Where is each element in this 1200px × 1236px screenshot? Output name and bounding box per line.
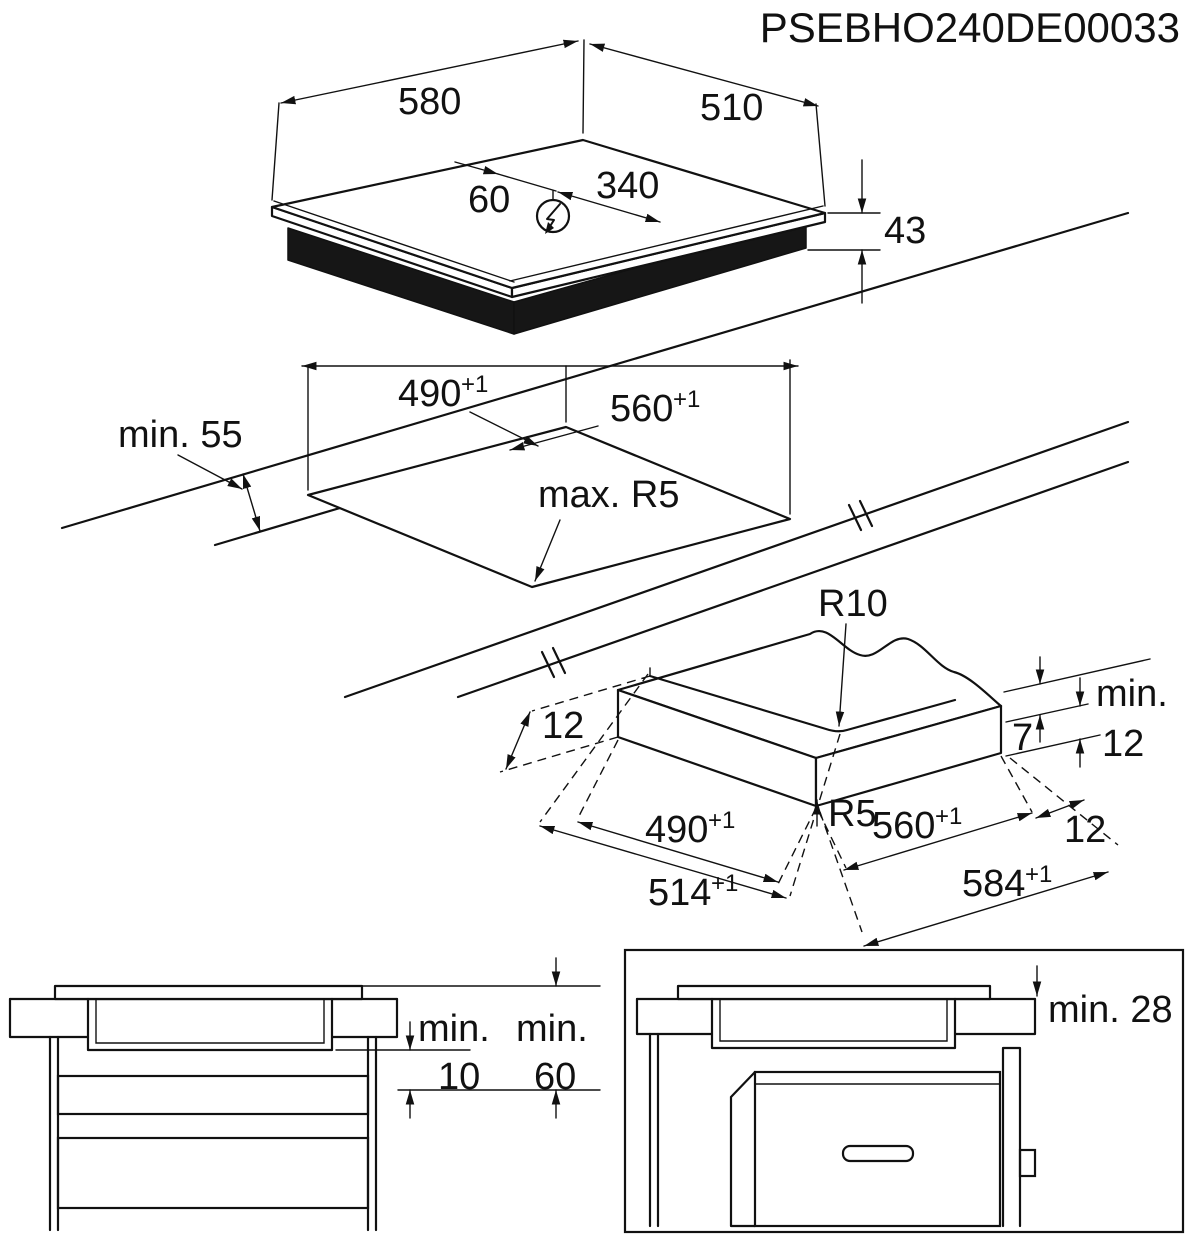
dim-min-thickness: 12 [1102,723,1144,765]
dim-inner-width: 490 [645,809,708,851]
step-ext-top [1003,658,1151,693]
dim-cutout-width: 490 [398,373,461,415]
oven-hob-glass-section [676,984,992,1001]
cutout-extension-lines [307,359,791,515]
dim-corner-radius-max: max. R5 [538,474,679,516]
extension-lines [271,39,826,207]
dim-inner-width-tolerance: +1 [708,807,735,834]
break-mark-2 [540,646,567,679]
oven-side-perspective [729,1070,757,1228]
dim-gap-value: 10 [438,1056,480,1098]
dim-line-inner-depth [843,812,1033,871]
dim-lip-left: 12 [542,705,584,747]
dim-recess-corner-radius: R10 [818,583,888,625]
panel-knob [1018,1148,1037,1178]
detail-front-right-face [814,704,1003,808]
dim-recess-width: 514 [648,872,711,914]
dim-clearance-min-label: min. [516,1008,588,1050]
dim-lip-right: 12 [1064,809,1106,851]
cabinet-rail [56,1074,370,1116]
dim-gap-min-label: min. [418,1008,490,1050]
dim-min-label: min. [1096,673,1168,715]
dim-hob-width: 580 [398,81,461,123]
dim-connection-span: 340 [596,165,659,207]
height-extension-lines [807,212,881,251]
dim-hob-depth: 510 [700,87,763,129]
oven-counter-slab [635,997,1037,1036]
dim-step-depth: 7 [1012,717,1033,759]
worktop-front-edge-lower-segment [213,503,352,547]
step-ext-mid [1005,703,1089,723]
conn-arrow-left [454,161,499,175]
glass-top-face [270,138,827,290]
dim-recess-depth-tolerance: +1 [1025,861,1052,888]
lip-right-arrows [1035,799,1085,819]
worktop-cutout-view: 490 +1 560 +1 min. 55 max. R5 [60,211,1130,699]
dim-cutout-width-tolerance: +1 [461,371,488,398]
dim-line-recess-depth [863,871,1109,947]
section-extension-lines [335,985,601,1091]
detail-top-face [616,630,1003,760]
dim-hob-height: 43 [884,210,926,252]
oven-panel-border [623,948,1185,1234]
document-code: PSEBHO240DE00033 [760,4,1180,51]
worktop-front-edge-upper [60,211,1130,530]
glass-bevel-line-left [273,200,515,283]
front-clearance-leader [177,454,243,490]
conn-span-60 [497,173,557,192]
conn-span-340 [557,191,661,223]
dim-recess-width-tolerance: +1 [711,870,738,897]
step-ext-bottom [1005,734,1101,757]
furniture-front-panel [1001,1046,1022,1228]
cutout-width-leader [469,411,539,447]
dim-clearance-value: 60 [534,1056,576,1098]
counter-slab [8,997,399,1039]
isometric-hob-view: 580 510 43 60 340 [270,39,926,335]
cutout-opening [306,425,792,589]
dim-cutout-depth-tolerance: +1 [673,386,700,413]
oven-front [753,1070,1002,1228]
side-section-oven-view: min. 28 [623,948,1185,1234]
dim-inner-depth-tolerance: +1 [935,803,962,830]
oven-hob-body-section [710,997,957,1050]
front-clearance-arrows [242,473,261,532]
corner-radius-leader [534,519,561,582]
recess-radius-leader [835,623,847,727]
dim-line-depth [589,43,819,107]
dim-front-clearance: min. 55 [118,414,243,456]
lip-left-arrows [505,711,531,770]
dim-inner-depth: 560 [872,805,935,847]
cutout-edge-detail-view: R10 R5 7 min. 12 490 +1 514 +1 560 +1 58… [499,583,1168,947]
hob-body-section [86,997,334,1052]
glass-bevel-line-right [509,205,824,282]
cutout-depth-leader [509,425,599,451]
dim-line-recess-width [539,825,787,899]
dim-recess-depth: 584 [962,863,1025,905]
cabinet-drawer-front [56,1136,370,1210]
side-section-cabinet-view: min. 10 min. 60 [8,957,601,1232]
break-mark-1 [847,499,874,532]
cabinet-side-panels [48,1035,378,1232]
worktop-lower-line-1 [343,420,1130,699]
lightning-bolt-icon [535,198,571,234]
detail-dashed-extensions [499,673,1119,933]
dim-line-width [280,39,579,105]
oven-hob-body-inner-line [719,998,948,1042]
dim-connection-offset: 60 [468,179,510,221]
oven-handle [841,1144,915,1163]
dim-detail-corner-radius: R5 [828,793,877,835]
recess-step-line [648,674,957,733]
oven-cabinet-side [648,1032,660,1228]
hob-glass-section [53,984,364,1001]
dim-oven-clearance: min. 28 [1048,989,1173,1031]
hob-body-inner-line [95,998,325,1044]
dim-cutout-depth: 560 [610,388,673,430]
worktop-lower-line-2 [456,460,1130,699]
